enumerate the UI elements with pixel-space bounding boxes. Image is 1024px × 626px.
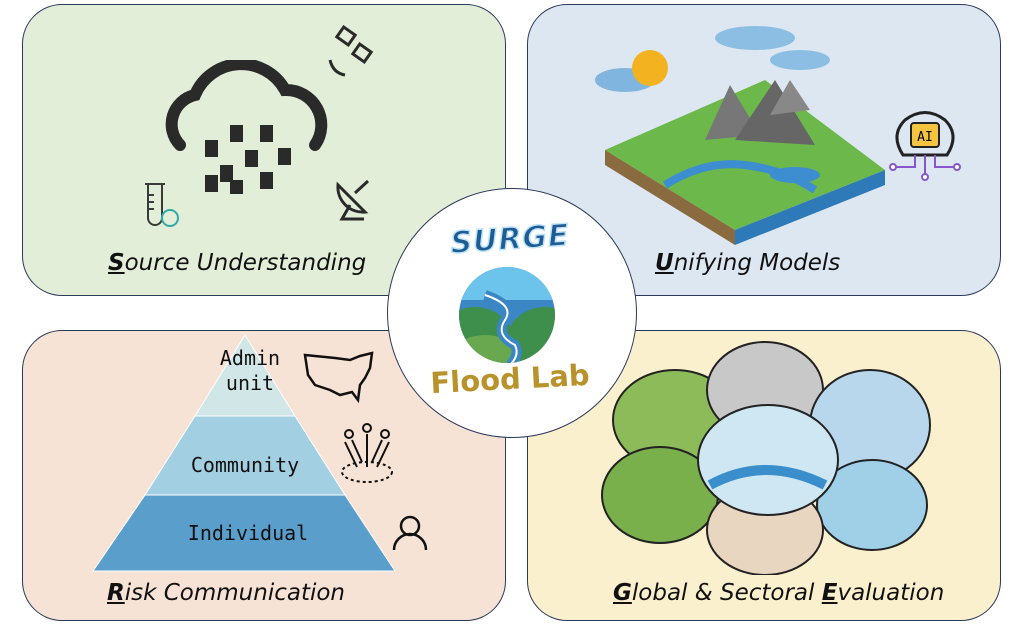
- unifying-models-label: Unifying Models: [655, 250, 841, 276]
- global-evaluation-label: Global & Sectoral Evaluation: [613, 580, 945, 606]
- source-understanding-label: Source Understanding: [108, 250, 367, 276]
- tier-label-community: Community: [191, 453, 299, 477]
- river-logo-emblem: [459, 267, 555, 363]
- rain-gauge-icon: [145, 183, 179, 227]
- satellite-dish-icon: [336, 179, 370, 221]
- rain-cloud-icon: [165, 60, 328, 194]
- svg-text:AI: AI: [917, 130, 933, 145]
- tier-label-individual: Individual: [188, 521, 308, 545]
- sun-icon: [632, 50, 668, 86]
- usa-map-icon: [303, 351, 374, 404]
- tier-label-unit: unit: [226, 371, 274, 395]
- satellite-icon: [328, 25, 374, 77]
- landscape-model-illustration: [595, 26, 885, 245]
- sectoral-collage-illustration: [601, 341, 931, 575]
- tier-label-admin: Admin: [220, 346, 280, 370]
- person-icon: [392, 515, 428, 551]
- pyramid-tier-individual: [92, 494, 396, 572]
- risk-pyramid: Admin unit Community Individual: [92, 334, 396, 572]
- community-icon: [341, 423, 393, 483]
- ai-brain-icon: AI: [889, 111, 961, 181]
- risk-communication-label: Risk Communication: [107, 580, 346, 606]
